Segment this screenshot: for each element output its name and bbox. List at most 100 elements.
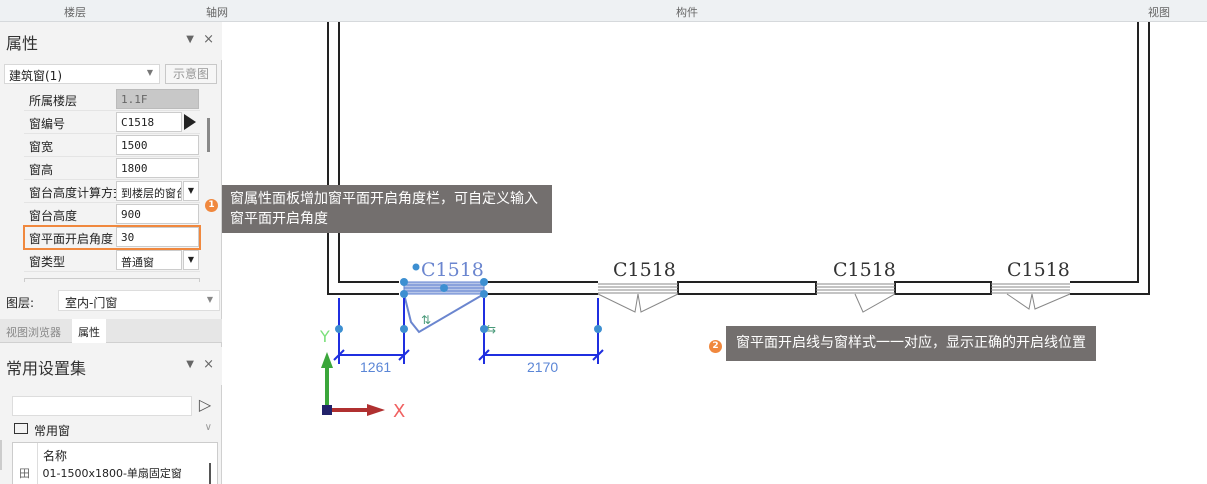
prop-label: 窗台高度 xyxy=(29,209,78,223)
ribbon-group-view[interactable]: 视图 xyxy=(1148,6,1170,19)
window-4-open-line xyxy=(1031,293,1071,310)
flip-icon[interactable]: ⇅ xyxy=(421,313,431,327)
prop-label: 所属楼层 xyxy=(29,94,78,108)
grip-point[interactable] xyxy=(480,290,488,298)
schematic-button[interactable]: 示意图 xyxy=(165,64,217,84)
grip-point[interactable] xyxy=(335,325,343,333)
properties-panel-title: 属性 xyxy=(6,34,39,53)
divider xyxy=(37,443,38,484)
window-label-2[interactable]: C1518 xyxy=(613,259,676,281)
chevron-down-icon[interactable]: ▼ xyxy=(183,250,199,270)
prop-row-width: 窗宽 1500 xyxy=(24,134,200,157)
swap-icon[interactable]: ⇆ xyxy=(486,322,496,336)
layer-select[interactable]: 室内-门窗 ▼ xyxy=(58,290,220,311)
prop-row-height: 窗高 1800 xyxy=(24,157,200,180)
component-type-select[interactable]: 建筑窗(1) ▼ xyxy=(4,64,160,84)
settings-group-select[interactable]: 常用窗 ∨ xyxy=(12,420,218,440)
prop-value-height[interactable]: 1800 xyxy=(116,158,199,178)
chevron-down-icon: ▼ xyxy=(206,295,213,304)
dimension-label-2: 2170 xyxy=(527,359,558,375)
layer-row: 图层: 室内-门窗 ▼ xyxy=(4,290,220,312)
ribbon-group-component[interactable]: 构件 xyxy=(676,6,698,19)
grip-point[interactable] xyxy=(594,325,602,333)
grip-point[interactable] xyxy=(400,325,408,333)
prop-value-open-angle[interactable]: 30 xyxy=(116,227,199,247)
wall-segment-right-outer xyxy=(1070,22,1150,295)
play-triangle-icon[interactable] xyxy=(184,114,196,130)
prop-row-floor: 所属楼层 1.1F xyxy=(24,88,200,111)
tab-properties[interactable]: 属性 xyxy=(72,319,106,343)
grip-points xyxy=(335,263,602,333)
play-outline-icon[interactable]: ▷ xyxy=(198,395,212,414)
panel-menu-icon[interactable]: ▼ xyxy=(186,359,194,370)
grip-point[interactable] xyxy=(400,290,408,298)
chevron-down-icon[interactable]: ▼ xyxy=(183,181,199,201)
callout-badge-1: 1 xyxy=(205,199,218,212)
grip-point[interactable] xyxy=(412,263,420,271)
window-3 xyxy=(816,283,896,313)
ribbon-group-grid[interactable]: 轴网 xyxy=(206,6,228,19)
grip-point[interactable] xyxy=(400,278,408,286)
prop-value-window-id[interactable]: C1518 xyxy=(116,112,182,132)
chevron-down-icon: ▼ xyxy=(146,68,153,77)
expand-icon[interactable]: 田 xyxy=(19,467,30,480)
prop-row-open-angle: 窗平面开启角度 30 xyxy=(23,225,201,250)
list-header-name: 名称 xyxy=(43,449,68,463)
ribbon-group-bar: 楼层 轴网 构件 视图 xyxy=(0,0,1207,22)
prop-value-sill-height[interactable]: 900 xyxy=(116,204,199,224)
callout-1: 窗属性面板增加窗平面开启角度栏，可自定义输入窗平面开启角度 xyxy=(222,185,552,233)
panel-tabs: 视图浏览器 属性 xyxy=(0,319,222,343)
window-2-open-line xyxy=(597,293,639,313)
dimension-lines xyxy=(333,298,604,364)
close-icon[interactable]: × xyxy=(203,32,214,47)
layer-value: 室内-门窗 xyxy=(65,296,118,310)
window-4-open-line xyxy=(1006,293,1033,310)
prop-row-sill-height: 窗台高度 900 xyxy=(24,203,200,226)
wall-segment xyxy=(677,281,817,295)
window-4 xyxy=(991,283,1071,310)
prop-value-width[interactable]: 1500 xyxy=(116,135,199,155)
settings-group-name: 常用窗 xyxy=(34,424,71,438)
axis-x-label: X xyxy=(393,401,405,422)
property-grid: 所属楼层 1.1F 窗编号 C1518 窗宽 1500 窗高 1800 窗台高度… xyxy=(23,88,201,272)
grip-point[interactable] xyxy=(440,284,448,292)
prop-label: 窗平面开启角度 xyxy=(29,232,114,246)
window-2-open-line xyxy=(637,293,679,313)
floor-plan: ⇅ ⇆ xyxy=(319,22,1150,422)
folder-icon xyxy=(14,423,28,434)
grip-point[interactable] xyxy=(480,325,488,333)
axis-y-label: Y xyxy=(319,327,330,346)
property-scrollbar[interactable] xyxy=(207,118,210,152)
window-1-open-line xyxy=(403,293,485,334)
list-scrollbar[interactable] xyxy=(209,463,211,484)
tab-view-browser[interactable]: 视图浏览器 xyxy=(6,326,61,339)
prop-row-sill-calc: 窗台高度计算方式 到楼层的窗台 ▼ xyxy=(24,180,200,203)
wall-outer-line xyxy=(327,22,399,295)
settings-list: 名称 田 01-1500x1800-单扇固定窗 xyxy=(12,442,218,484)
divider xyxy=(0,440,2,470)
panel-menu-icon[interactable]: ▼ xyxy=(186,34,194,45)
prop-value-window-type[interactable]: 普通窗 xyxy=(116,250,182,270)
prop-label: 窗台高度计算方式 xyxy=(29,186,117,200)
component-type-value: 建筑窗(1) xyxy=(9,69,62,83)
divider xyxy=(24,278,200,282)
close-icon[interactable]: × xyxy=(203,357,214,372)
prop-value-sill-calc[interactable]: 到楼层的窗台 xyxy=(116,181,182,201)
settings-search-input[interactable] xyxy=(12,396,192,416)
list-item-name: 01-1500x1800-单扇固定窗 xyxy=(42,467,182,480)
wall-segment-right xyxy=(1070,22,1139,283)
grip-point[interactable] xyxy=(480,278,488,286)
ucs-axis-icon: Y X xyxy=(319,327,405,422)
window-label-4[interactable]: C1518 xyxy=(1007,259,1070,281)
window-label-3[interactable]: C1518 xyxy=(833,259,896,281)
wall-inner-line xyxy=(338,22,399,283)
prop-label: 窗编号 xyxy=(29,117,66,131)
wall-outline xyxy=(327,22,1150,295)
callout-2: 窗平面开启线与窗样式一一对应，显示正确的开启线位置 xyxy=(726,326,1096,361)
ribbon-group-floor[interactable]: 楼层 xyxy=(64,6,86,19)
drawing-canvas[interactable]: ⇅ ⇆ xyxy=(223,22,1207,484)
layer-label: 图层: xyxy=(6,296,35,310)
list-item[interactable]: 田 01-1500x1800-单扇固定窗 xyxy=(19,465,182,481)
window-label-1[interactable]: C1518 xyxy=(421,259,484,281)
